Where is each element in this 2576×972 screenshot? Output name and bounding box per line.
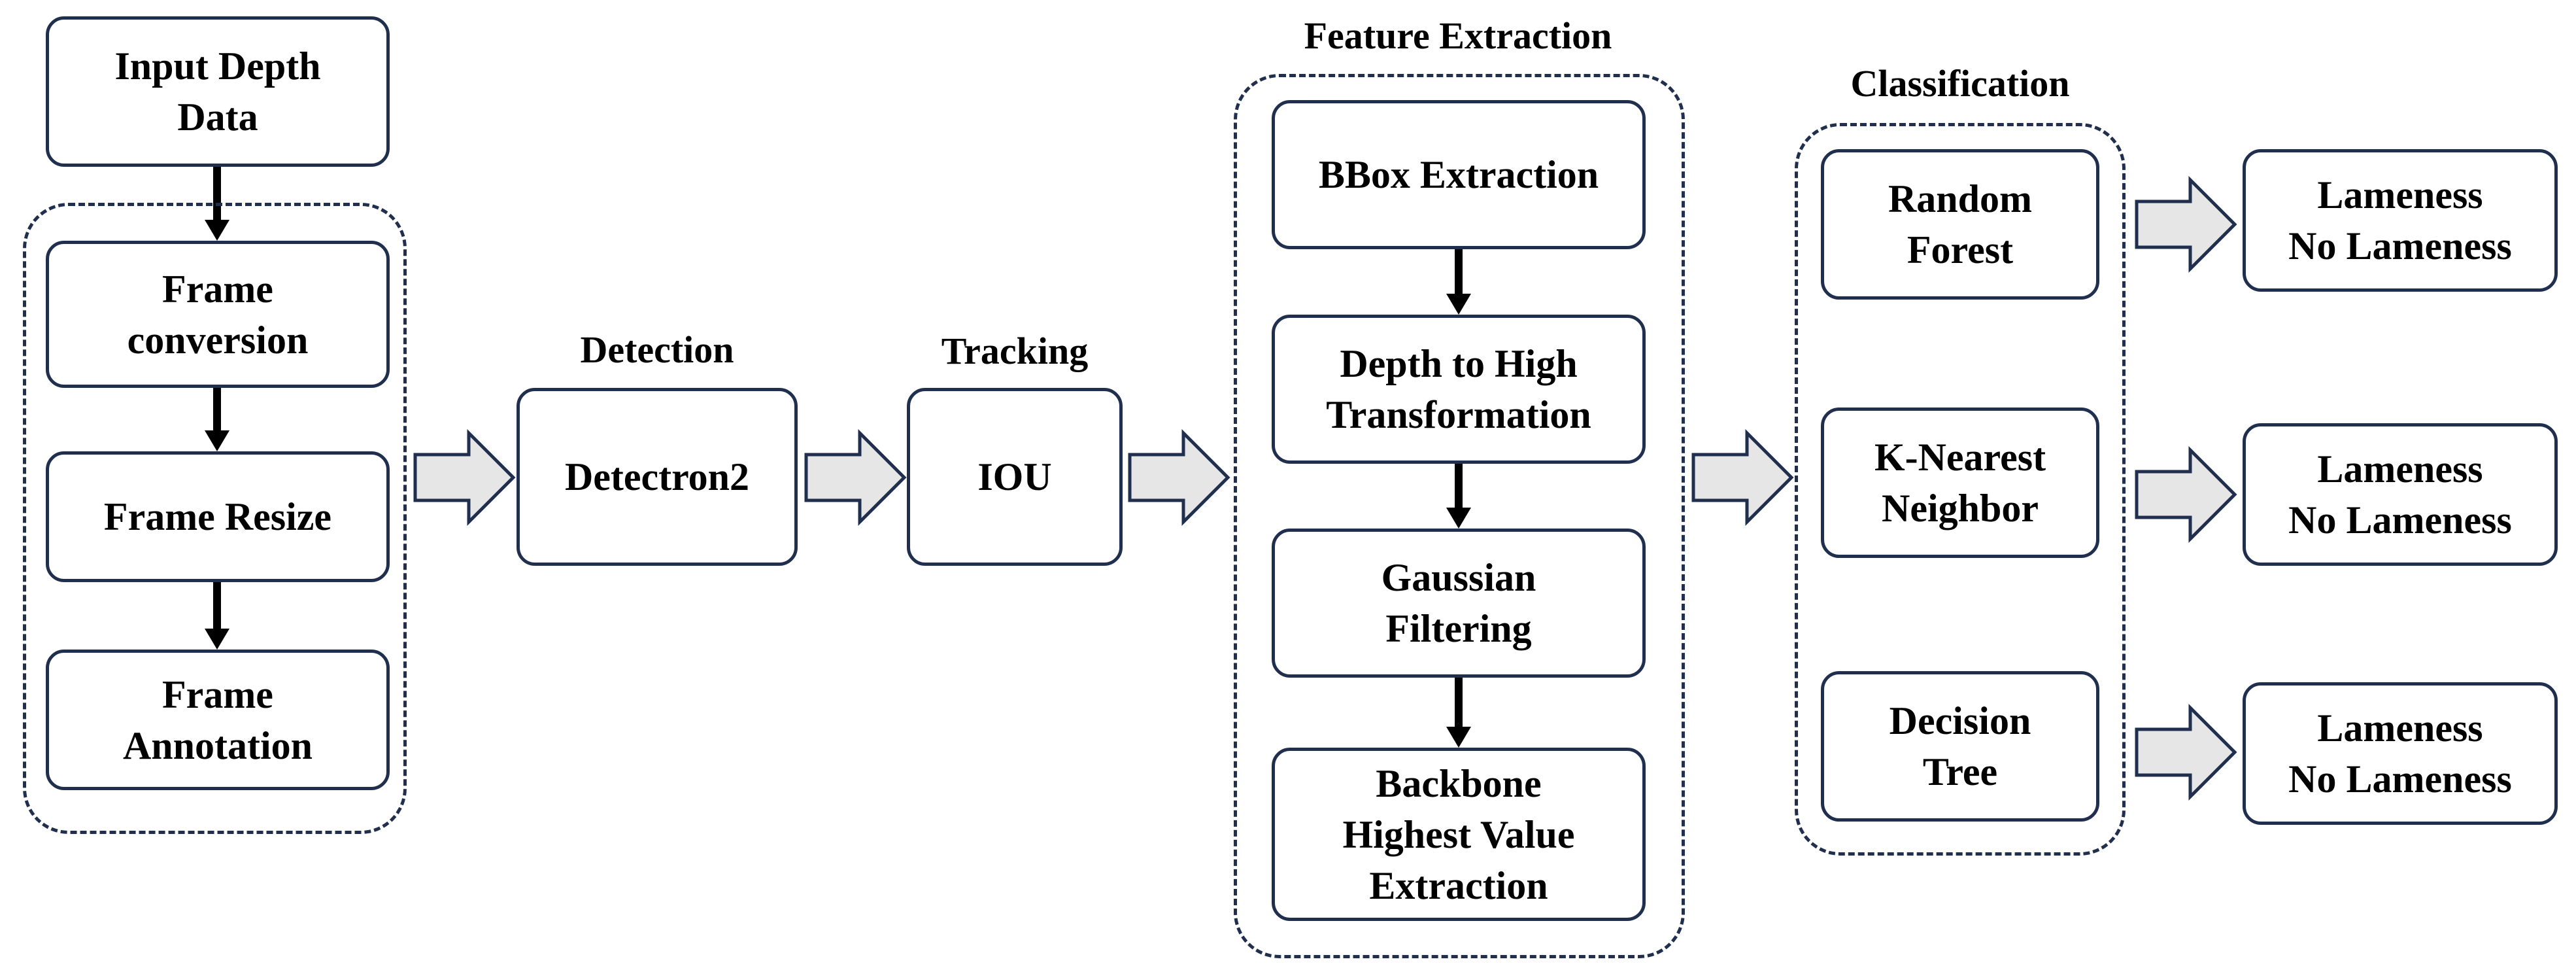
- classification-title: Classification: [1850, 62, 2070, 105]
- output-label-1: Lameness No Lameness: [2288, 173, 2512, 268]
- block-arrow-rf-to-output: [2135, 175, 2237, 273]
- arrow-gaussian-to-backbone: [1446, 678, 1471, 748]
- arrow-input-to-conversion: [205, 167, 229, 241]
- block-arrow-dt-to-output: [2135, 703, 2237, 801]
- preprocessing-group: [23, 203, 407, 834]
- gaussian-filtering-label: Gaussian Filtering: [1381, 556, 1536, 650]
- classification-group: [1795, 123, 2126, 856]
- output-label-3: Lameness No Lameness: [2288, 706, 2512, 801]
- output-box-2: Lameness No Lameness: [2243, 423, 2558, 566]
- detection-title: Detection: [580, 328, 734, 371]
- backbone-extraction-label: Backbone Highest Value Extraction: [1342, 761, 1575, 907]
- gaussian-filtering-box: Gaussian Filtering: [1272, 529, 1646, 678]
- frame-resize-label: Frame Resize: [103, 495, 332, 538]
- bbox-extraction-box: BBox Extraction: [1272, 100, 1646, 249]
- frame-conversion-label: Frame conversion: [127, 267, 309, 362]
- block-arrows: [413, 175, 2237, 801]
- feature-extraction-group: [1234, 74, 1685, 958]
- block-arrow-preprocessing-to-detection: [413, 428, 516, 527]
- arrow-conversion-to-resize: [205, 388, 229, 451]
- frame-annotation-box: Frame Annotation: [46, 650, 390, 790]
- bbox-extraction-label: BBox Extraction: [1318, 153, 1599, 196]
- block-arrow-detection-to-tracking: [804, 428, 907, 527]
- depth-transformation-box: Depth to High Transformation: [1272, 315, 1646, 464]
- iou-box: IOU: [907, 388, 1123, 566]
- block-arrow-tracking-to-features: [1128, 428, 1230, 527]
- random-forest-label: Random Forest: [1888, 177, 2033, 271]
- decision-tree-label: Decision Tree: [1889, 699, 2031, 793]
- output-box-1: Lameness No Lameness: [2243, 149, 2558, 292]
- arrow-bbox-to-depth: [1446, 249, 1471, 315]
- detectron2-box: Detectron2: [517, 388, 798, 566]
- vertical-connectors: [205, 167, 1471, 748]
- arrow-depth-to-gaussian: [1446, 464, 1471, 529]
- input-depth-data-label: Input Depth Data: [114, 44, 321, 139]
- decision-tree-box: Decision Tree: [1821, 671, 2099, 822]
- feature-extraction-title: Feature Extraction: [1304, 14, 1612, 57]
- detectron2-label: Detectron2: [564, 455, 750, 498]
- tracking-title: Tracking: [941, 330, 1089, 372]
- output-box-3: Lameness No Lameness: [2243, 682, 2558, 825]
- frame-conversion-box: Frame conversion: [46, 241, 390, 388]
- backbone-extraction-box: Backbone Highest Value Extraction: [1272, 748, 1646, 921]
- frame-annotation-label: Frame Annotation: [122, 672, 313, 767]
- frame-resize-box: Frame Resize: [46, 451, 390, 582]
- input-depth-data-box: Input Depth Data: [46, 16, 390, 167]
- knn-box: K-Nearest Neighbor: [1821, 408, 2099, 558]
- output-label-2: Lameness No Lameness: [2288, 447, 2512, 542]
- arrow-resize-to-annotation: [205, 582, 229, 650]
- iou-label: IOU: [977, 455, 1052, 498]
- depth-transformation-label: Depth to High Transformation: [1326, 342, 1591, 436]
- knn-label: K-Nearest Neighbor: [1874, 436, 2046, 530]
- block-arrow-features-to-classification: [1691, 428, 1794, 527]
- block-arrow-knn-to-output: [2135, 445, 2237, 544]
- random-forest-box: Random Forest: [1821, 149, 2099, 300]
